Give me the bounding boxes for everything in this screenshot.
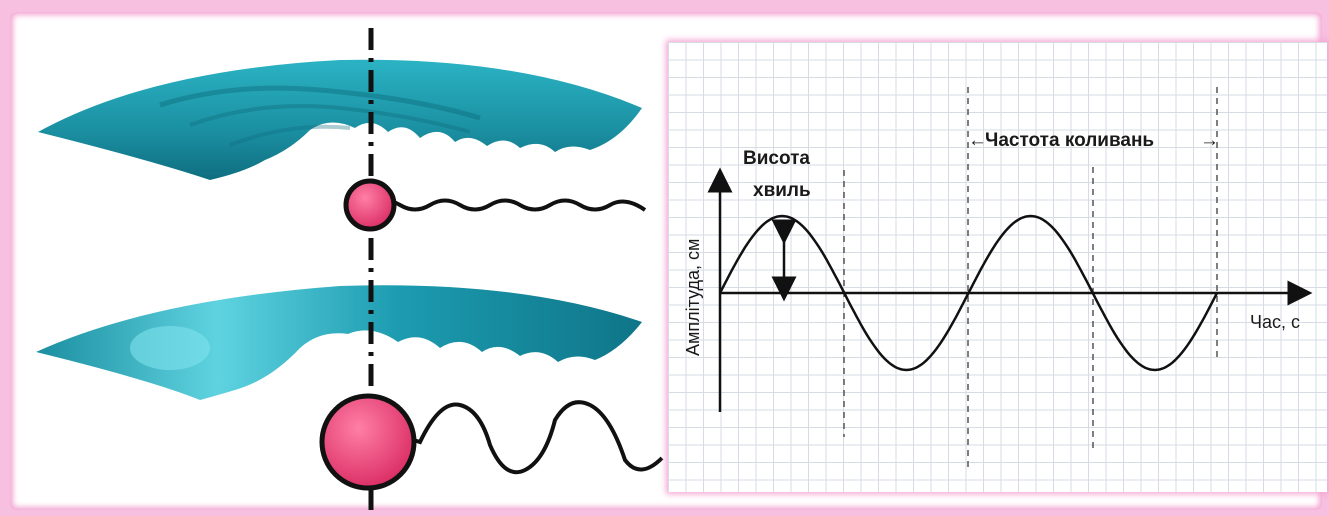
large-ball-icon — [322, 396, 414, 488]
wave-height-label-line1: Висота — [743, 148, 810, 169]
wave-height-label-line2: хвиль — [753, 180, 811, 201]
wave-illustration — [0, 0, 668, 516]
small-wave-line — [370, 201, 645, 211]
frequency-label: Частота коливань — [985, 130, 1154, 151]
small-ball-icon — [346, 181, 394, 229]
amplitude-graph: ← → Висота хвиль Частота коливань Час, с… — [668, 42, 1327, 492]
y-axis-label: Амплітуда, см — [683, 239, 703, 356]
x-axis-label: Час, с — [1250, 312, 1300, 332]
upper-wave-icon — [38, 60, 642, 180]
frequency-right-arrow: → — [1200, 130, 1219, 151]
lower-wave-icon — [36, 285, 642, 400]
